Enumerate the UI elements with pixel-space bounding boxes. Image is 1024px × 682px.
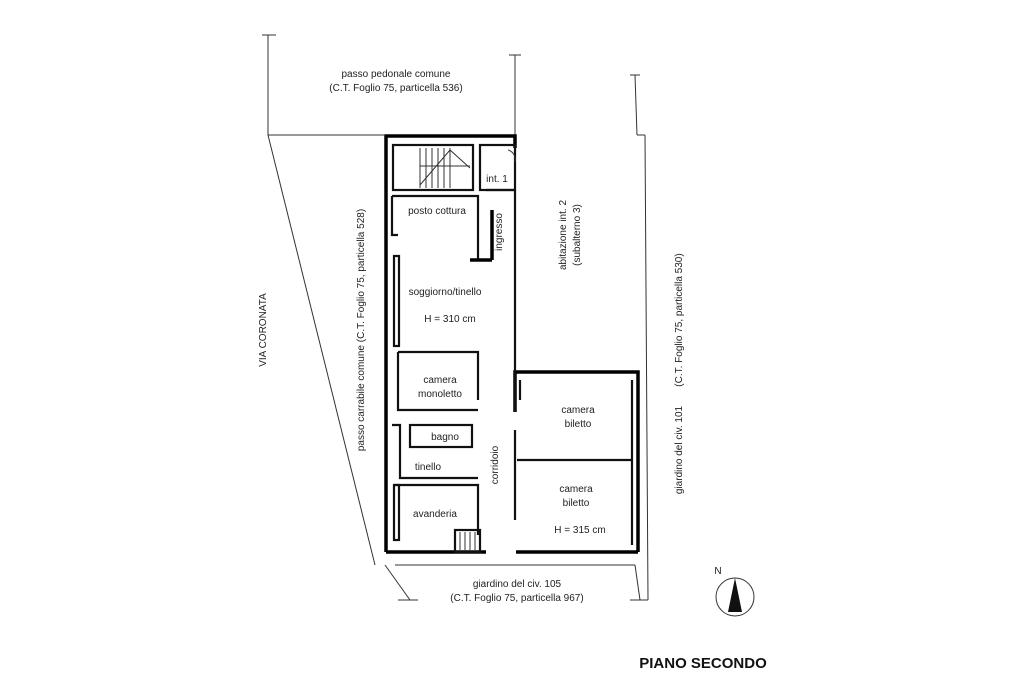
stair-arrow: [419, 149, 471, 186]
label-dwelling-sub: (subalterno 3): [572, 204, 583, 266]
room-camera-mono: [398, 350, 480, 400]
label-corridoio: corridoio: [490, 445, 501, 484]
label-camera-biletto-2: camera: [559, 484, 593, 495]
label-north: N: [714, 566, 721, 577]
label-ingresso: ingresso: [494, 213, 505, 251]
label-right-garden-ref: (C.T. Foglio 75, particella 530): [674, 253, 685, 386]
door-box: [478, 143, 517, 192]
room-ripostiglio: [392, 423, 478, 480]
outer-wall-left-top: [384, 134, 517, 552]
staircase: [391, 143, 475, 192]
label-camera-mono-2: monoletto: [418, 389, 462, 400]
building-outline: [384, 134, 640, 554]
label-camera-biletto-2b: biletto: [563, 498, 590, 509]
boundary-line: [634, 564, 641, 601]
label-tinello: tinello: [415, 462, 442, 473]
stair-box: [391, 143, 475, 192]
label-left-passage: passo carrabile comune (C.T. Foglio 75, …: [356, 209, 367, 451]
room-veranda: [394, 483, 480, 535]
label-dwelling: abitazione int. 2: [558, 200, 569, 270]
door-swing: [507, 149, 516, 163]
label-bottom-garden: giardino del civ. 105: [473, 579, 562, 590]
north-arrow: N: [714, 566, 755, 617]
label-top-passage: passo pedonale comune: [342, 69, 451, 80]
label-soggiorno: soggiorno/tinello: [409, 287, 482, 298]
boundary-line: [634, 74, 638, 136]
compass-needle: [728, 578, 742, 612]
site-boundaries: [262, 34, 649, 601]
boundary-line: [384, 564, 411, 601]
labels: passo pedonale comune (C.T. Foglio 75, p…: [258, 69, 685, 604]
label-street: VIA CORONATA: [258, 293, 269, 367]
room-bagno: [408, 423, 474, 449]
boundary-line: [644, 134, 649, 601]
entrance-door: [478, 143, 517, 192]
room-kitchen: [392, 194, 480, 260]
label-right-garden: giardino del civ. 101: [674, 405, 685, 494]
label-posto-cottura: posto cottura: [408, 206, 466, 217]
window: [392, 254, 401, 348]
label-int: int. 1: [486, 174, 508, 185]
kitchen-left: [390, 196, 398, 237]
label-camera-biletto-1b: biletto: [565, 419, 592, 430]
label-bagno: bagno: [431, 432, 459, 443]
label-soggiorno-height: H = 310 cm: [424, 314, 475, 325]
label-veranda: avanderia: [413, 509, 457, 520]
rooms: [390, 194, 494, 554]
room-camera-mono-2: [396, 352, 478, 412]
boundary-line: [267, 134, 376, 566]
plan-title: PIANO SECONDO: [639, 655, 767, 672]
small-stair: [453, 528, 482, 554]
label-bottom-garden-ref: (C.T. Foglio 75, particella 967): [450, 593, 583, 604]
window: [392, 483, 401, 542]
label-camera-height: H = 315 cm: [554, 525, 605, 536]
label-camera-mono: camera: [423, 375, 457, 386]
label-top-passage-ref: (C.T. Foglio 75, particella 536): [329, 83, 462, 94]
label-camera-biletto-1: camera: [561, 405, 595, 416]
